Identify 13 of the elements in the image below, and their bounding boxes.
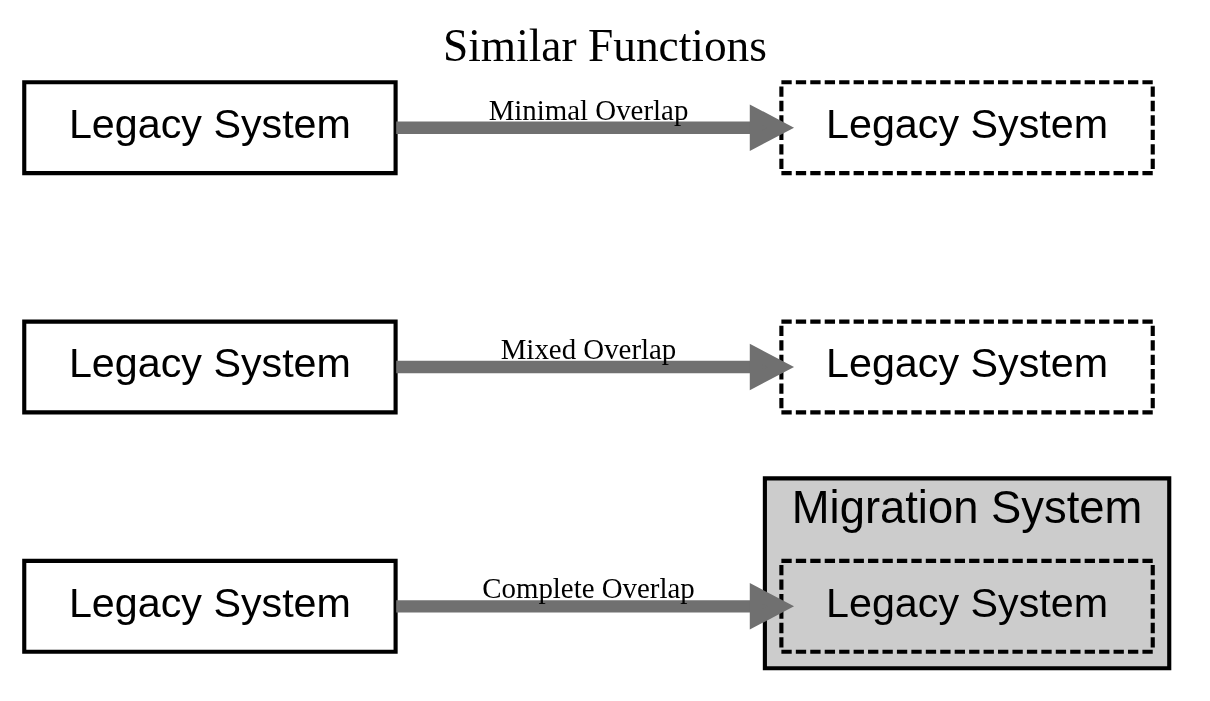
- node-box: Legacy System: [22, 558, 398, 654]
- node-box: Legacy System: [779, 558, 1155, 654]
- node-box: Legacy System: [779, 319, 1155, 415]
- edge-label: Complete Overlap: [482, 572, 695, 605]
- arrow: [396, 583, 795, 630]
- node-box: Legacy System: [22, 319, 398, 415]
- arrow: [396, 104, 795, 151]
- node-box: Legacy System: [22, 80, 398, 176]
- arrow: [396, 343, 795, 391]
- node-box: Legacy System: [779, 80, 1155, 176]
- diagram-title: Similar Functions: [443, 20, 767, 71]
- edge-label: Mixed Overlap: [500, 333, 677, 366]
- edge-label: Minimal Overlap: [488, 93, 689, 126]
